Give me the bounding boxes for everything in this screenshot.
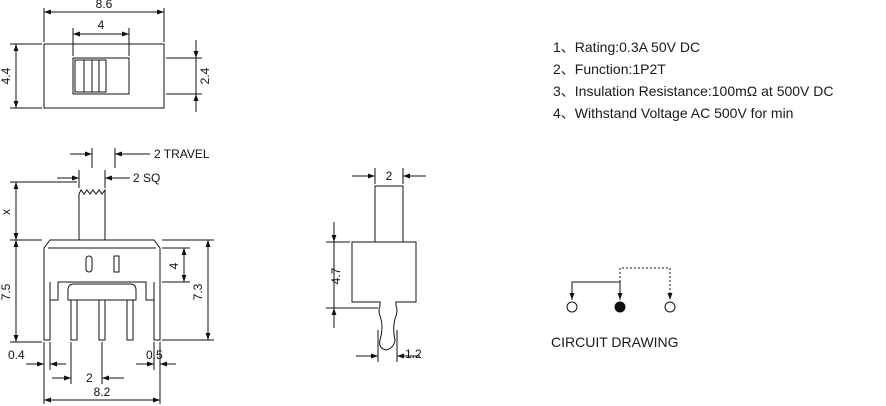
dim-travel: 2 TRAVEL <box>154 147 210 161</box>
circuit-diagram <box>566 267 676 313</box>
dim-sq: 2 SQ <box>133 171 160 185</box>
top-view-body <box>43 43 165 109</box>
dim-actuator-width: 4 <box>98 18 105 32</box>
dim-top-width: 8.6 <box>96 0 113 11</box>
dim-side-width: 8.2 <box>94 385 111 399</box>
side-view-body <box>43 239 161 341</box>
spec-insulation: 3、Insulation Resistance:100mΩ at 500V DC <box>553 83 834 99</box>
circuit-terminal-right <box>664 301 676 313</box>
end-view-body <box>351 241 417 351</box>
dim-body-height: 2.4 <box>198 67 212 84</box>
dim-x: x <box>0 209 13 215</box>
dim-end-height: 4.7 <box>329 267 343 284</box>
dim-end-pin-width: 1.2 <box>405 347 422 361</box>
dim-pitch: 2 <box>86 371 93 385</box>
dim-end-top-width: 2 <box>386 169 393 183</box>
circuit-terminal-left <box>566 301 578 313</box>
circuit-terminal-common <box>614 301 626 313</box>
dim-side-height-right: 7.3 <box>191 283 205 300</box>
side-view-window-2 <box>113 255 120 273</box>
pin-right <box>126 299 134 341</box>
dim-side-height-left: 7.5 <box>0 283 13 300</box>
circuit-title: CIRCUIT DRAWING <box>551 334 679 350</box>
spec-withstand: 4、Withstand Voltage AC 500V for min <box>553 105 794 121</box>
end-view-knob <box>374 185 404 243</box>
pin-left <box>70 299 78 341</box>
dim-pin-left: 0.4 <box>8 348 25 362</box>
spec-rating: 1、Rating:0.3A 50V DC <box>553 39 701 55</box>
top-view-actuator <box>74 59 107 93</box>
dim-top-height: 4.4 <box>0 67 13 84</box>
side-view-knob <box>78 188 106 240</box>
side-view <box>10 148 214 404</box>
top-view <box>10 8 202 112</box>
side-view-rail <box>67 283 137 301</box>
spec-function: 2、Function:1P2T <box>553 61 666 77</box>
side-view-window-1 <box>85 255 93 273</box>
dim-window: 4 <box>167 262 181 269</box>
end-view <box>326 168 426 362</box>
dim-pin-right: 0.5 <box>146 348 163 362</box>
pin-middle <box>98 299 106 341</box>
top-view-slot <box>72 57 130 95</box>
